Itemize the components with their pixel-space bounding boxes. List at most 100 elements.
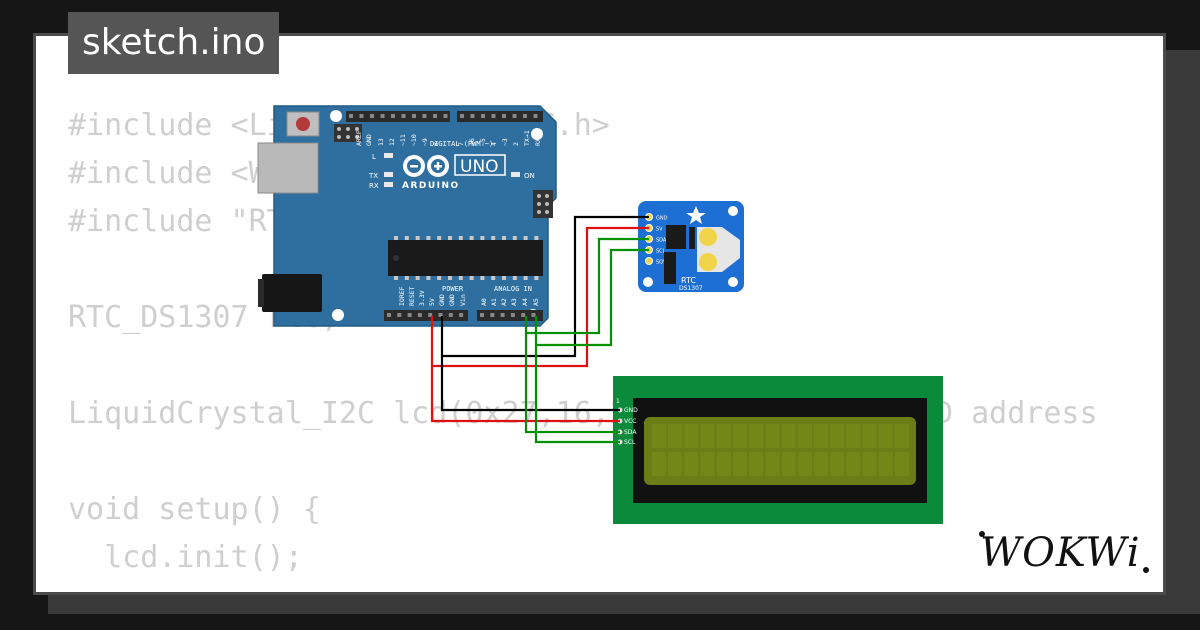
lcd-cell xyxy=(700,424,715,448)
crystal xyxy=(689,227,695,249)
analog-pin-label: A1 xyxy=(490,298,498,306)
wire-lcd-sda[interactable] xyxy=(524,333,620,434)
lcd-cell xyxy=(797,452,812,476)
lcd-cell xyxy=(781,452,796,476)
lcd-cell xyxy=(684,424,699,448)
mounting-hole xyxy=(643,277,653,287)
wire-rtc-gnd[interactable] xyxy=(440,215,649,358)
wire-lcd-vcc[interactable] xyxy=(430,366,620,423)
lcd-cell xyxy=(846,452,861,476)
lcd-cell xyxy=(733,424,747,448)
top-pin-label: ~3 xyxy=(501,138,509,146)
wire-rtc-sda[interactable] xyxy=(524,237,649,335)
rtc-chip xyxy=(666,225,686,249)
lcd-cell xyxy=(895,452,909,476)
battery-contact xyxy=(699,253,717,271)
lcd-cell xyxy=(716,424,731,448)
file-tab[interactable]: sketch.ino xyxy=(68,12,280,74)
wire-rtc-scl[interactable] xyxy=(534,248,649,347)
top-pin-label: TX→1 xyxy=(523,130,531,146)
lcd-cell xyxy=(814,452,828,476)
lcd-cell xyxy=(862,424,877,448)
top-pin-label: 4 xyxy=(490,142,498,146)
atmega-chip xyxy=(388,236,543,280)
arduino-logo-icon xyxy=(403,155,449,177)
power-pin-label: GND xyxy=(448,294,456,306)
lcd-cell xyxy=(749,452,764,476)
power-pin-label: GND xyxy=(438,294,446,306)
lcd-cell xyxy=(781,424,796,448)
star-logo-icon xyxy=(686,206,706,224)
lcd-cell xyxy=(716,452,731,476)
lcd-pin-label: SCL xyxy=(624,439,636,446)
lcd-pin1-marker: 1 xyxy=(616,398,620,405)
led-rx-label: RX xyxy=(369,182,379,190)
code-line: lcd.init(); xyxy=(68,540,303,575)
power-header-label: POWER xyxy=(442,285,464,293)
led-tx xyxy=(384,172,393,177)
wires xyxy=(430,215,649,444)
top-pin-label: ~6 xyxy=(468,138,476,146)
top-pin-label: ~5 xyxy=(479,138,487,146)
code-line: void setup() { xyxy=(68,492,321,527)
lcd-cell xyxy=(765,452,780,476)
lcd-cell xyxy=(684,452,699,476)
icsp-header xyxy=(334,124,362,142)
lcd-cell xyxy=(668,424,683,448)
power-pin-label: 5V xyxy=(428,298,436,306)
wire-lcd-scl[interactable] xyxy=(534,345,620,444)
wire-lcd-gnd[interactable] xyxy=(440,356,620,412)
battery-contact xyxy=(699,228,717,246)
led-on xyxy=(511,172,520,177)
mounting-hole xyxy=(531,128,543,140)
power-pin-label: Vin xyxy=(459,294,467,306)
lcd-pin-label: GND xyxy=(624,407,638,414)
top-pin-label: 8 xyxy=(432,142,440,146)
analog-pin-label: A5 xyxy=(532,298,540,306)
usb-connector xyxy=(257,142,319,194)
top-pin-label: AREF xyxy=(355,130,363,146)
lcd-cell xyxy=(830,452,845,476)
lcd-cell xyxy=(700,452,715,476)
top-pin-label: GND xyxy=(365,134,373,146)
mounting-hole xyxy=(332,309,344,321)
lcd-pin-label: VCC xyxy=(624,418,636,425)
digital-header-label: DIGITAL (PWM ~) xyxy=(430,140,493,148)
wire-rtc-5v[interactable] xyxy=(430,226,649,368)
top-pin-label: 13 xyxy=(377,138,385,146)
lcd-cell xyxy=(814,424,828,448)
lcd-cell xyxy=(895,424,909,448)
led-tx-label: TX xyxy=(368,172,378,180)
analog-header-label: ANALOG IN xyxy=(494,285,532,293)
wokwi-logo-text: WOKWi xyxy=(980,530,1141,576)
mounting-hole xyxy=(728,206,738,216)
lcd-cell xyxy=(765,424,780,448)
lcd-cell xyxy=(878,452,893,476)
top-pin-label: ~9 xyxy=(421,138,429,146)
analog-pin-label: A0 xyxy=(480,298,488,306)
icsp-header-right xyxy=(533,190,553,218)
power-pin-label: 3.3V xyxy=(418,290,426,306)
lcd-cell xyxy=(830,424,845,448)
rtc-chip-label: DS1307 xyxy=(679,285,703,292)
lcd-character-cells xyxy=(652,424,909,476)
digital-header xyxy=(346,111,543,122)
uno-badge xyxy=(454,154,506,176)
power-jack xyxy=(262,274,322,312)
power-pin-label: IOREF xyxy=(398,286,406,306)
led-on-label: ON xyxy=(524,172,535,180)
board-model: UNO xyxy=(460,157,499,177)
top-pin-label: ~10 xyxy=(410,134,418,146)
top-pin-label: 12 xyxy=(388,138,396,146)
lcd-cell xyxy=(652,452,666,476)
rtc-pin-label: SDA xyxy=(656,238,667,244)
mounting-hole xyxy=(728,277,738,287)
top-pin-label: 7 xyxy=(457,142,465,146)
top-pin-label: 2 xyxy=(512,142,520,146)
